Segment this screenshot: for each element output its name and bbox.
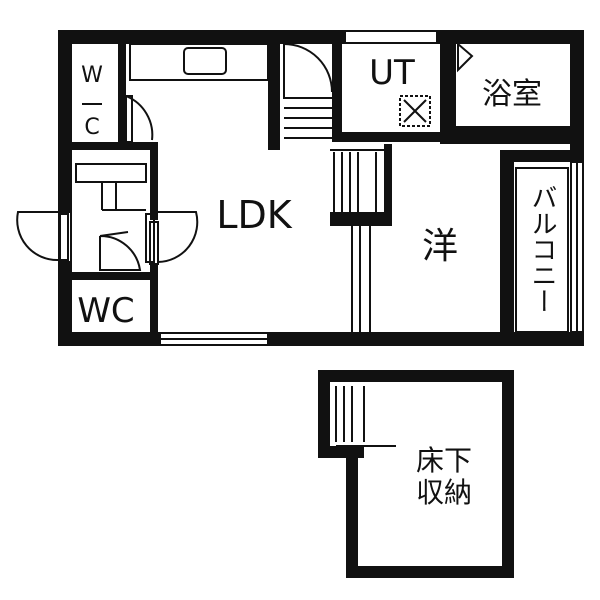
room-label-bath: 浴室 bbox=[482, 77, 542, 112]
room-label-balcony: バルコニー bbox=[527, 184, 557, 314]
bath-door bbox=[457, 41, 474, 73]
room-label-ut: UT bbox=[369, 53, 415, 93]
room-label-wic-upper: W bbox=[81, 63, 103, 88]
room-label-wic-lower: C bbox=[84, 115, 99, 140]
under-floor-storage bbox=[318, 370, 514, 578]
room-label-underfloor-line2: 収納 bbox=[416, 476, 472, 509]
room-label-western: 洋 bbox=[422, 226, 458, 267]
stairs-upper bbox=[283, 43, 333, 139]
wc-door bbox=[99, 231, 142, 271]
hall-closet bbox=[75, 163, 147, 211]
interior-walls bbox=[72, 44, 570, 336]
room-label-underfloor-line1: 床下 bbox=[416, 444, 472, 477]
balcony bbox=[515, 167, 569, 333]
entry-doors bbox=[16, 211, 199, 263]
kitchen-sink bbox=[129, 43, 269, 81]
stairs-middle bbox=[330, 149, 384, 332]
room-label-ldk: LDK bbox=[216, 193, 292, 237]
room-label-wc: WC bbox=[77, 291, 134, 331]
washer-pan bbox=[399, 95, 431, 127]
wic-door bbox=[125, 95, 154, 143]
